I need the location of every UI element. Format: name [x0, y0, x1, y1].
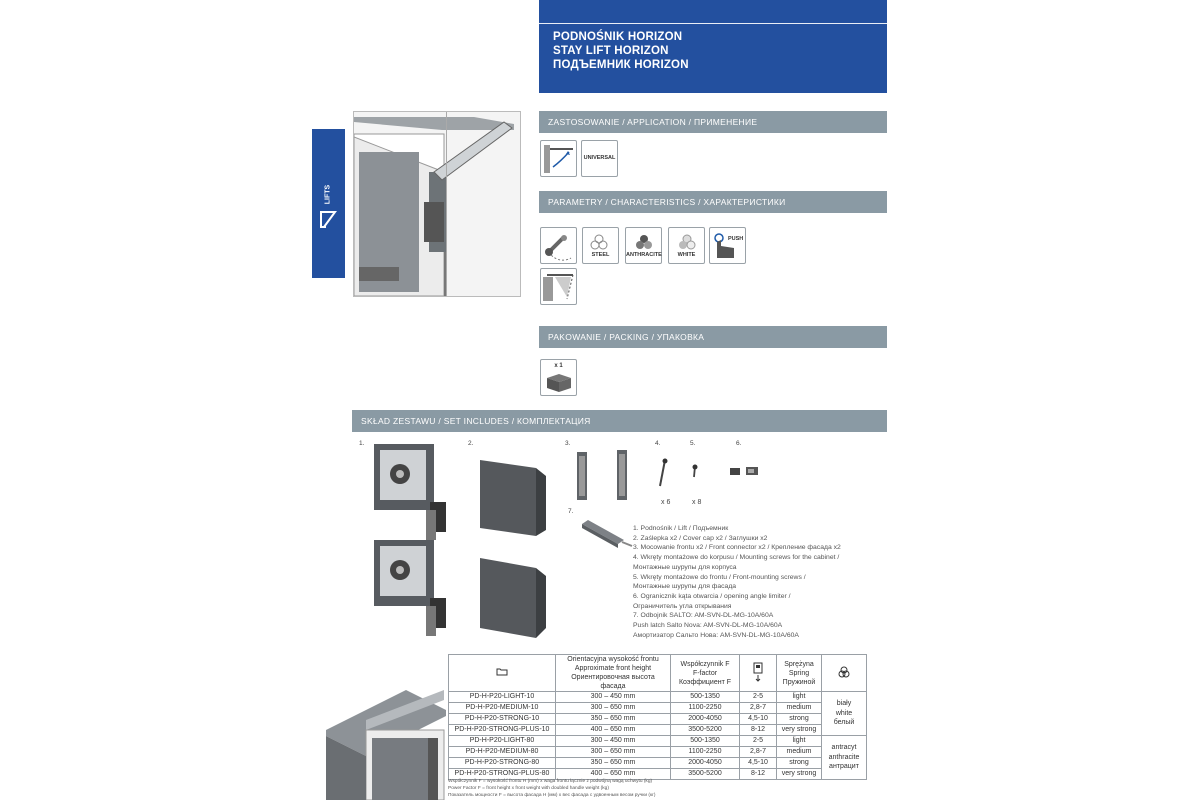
angle-limiter-icon	[540, 268, 577, 305]
weight-icon	[739, 654, 777, 692]
parts-list-item: 2. Zaślepka x2 / Cover cap x2 / Заглушки…	[633, 534, 768, 542]
push-icon: PUSH	[709, 227, 746, 264]
lift-mechanism-image	[374, 540, 446, 636]
part-number-1: 1.	[359, 440, 365, 447]
cover-cap-image	[480, 460, 546, 536]
cabinet-screw-image	[659, 458, 668, 487]
section-characteristics: PARAMETRY / CHARACTERISTICS / ХАРАКТЕРИС…	[539, 191, 887, 213]
cabinet-diagram	[326, 690, 446, 800]
parts-list-item: 4. Wkręty montażowe do korpusu / Mountin…	[633, 554, 840, 562]
lift-icon	[320, 211, 337, 228]
title-pl: PODNOŚNIK HORIZON	[553, 31, 683, 43]
category-label: LIFTS	[324, 184, 332, 205]
spec-table: Orientacyjna wysokość frontu Approximate…	[448, 654, 867, 780]
anthracite-icon: ANTHRACITE	[625, 227, 662, 264]
parts-list-item: Монтажные шурупы для корпуса	[633, 563, 737, 571]
title-ru: ПОДЪЕМНИК HORIZON	[553, 59, 689, 71]
section-set-includes: SKŁAD ZESTAWU / SET INCLUDES / КОМПЛЕКТА…	[352, 410, 887, 432]
part-number-6: 6.	[736, 440, 742, 447]
white-label: WHITE	[677, 252, 696, 258]
footnote: Показатель мощности F = высота фасада H …	[448, 793, 656, 798]
title-banner: PODNOŚNIK HORIZON STAY LIFT HORIZON ПОДЪ…	[539, 0, 887, 93]
part-number-2: 2.	[468, 440, 474, 447]
front-connector-image	[577, 450, 627, 500]
package-icon: x 1	[540, 359, 577, 396]
product-photo	[353, 111, 521, 297]
footnote: Power Factor F = front height x front we…	[448, 786, 609, 791]
banner-divider	[539, 23, 887, 24]
angle-limiter-image	[730, 467, 758, 475]
cabinet-screw-quantity: x 6	[661, 499, 671, 506]
parts-list-item: 7. Odbojnik SALTO: AM-SVN-DL-MG-10A/60A	[633, 612, 774, 620]
steel-label: STEEL	[591, 252, 610, 258]
header-spring: Sprężyna Spring Пружиной	[776, 654, 822, 692]
steel-icon: STEEL	[582, 227, 619, 264]
part-number-4: 4.	[655, 440, 661, 447]
color-palette-icon	[821, 654, 867, 692]
white-icon: WHITE	[668, 227, 705, 264]
parts-list-item: 5. Wkręty montażowe do frontu / Front-mo…	[633, 573, 806, 581]
parts-list-item: 3. Mocowanie frontu x2 / Front connector…	[633, 544, 841, 552]
section-packing: PAKOWANIE / PACKING / УПАКОВКА	[539, 326, 887, 348]
parts-list-item: Амортизатор Сальто Нова: AM-SVN-DL-MG-10…	[633, 631, 799, 639]
parts-list-item: 1. Podnośnik / Lift / Подъемник	[633, 525, 729, 532]
opening-angle-icon	[540, 227, 577, 264]
anthracite-label: ANTHRACITE	[626, 252, 662, 258]
push-label: PUSH	[728, 236, 744, 242]
front-screw-quantity: x 8	[692, 499, 702, 506]
cover-cap-image	[480, 558, 546, 638]
parts-list-item: 6. Ogranicznik kąta otwarcia / opening a…	[633, 592, 791, 600]
package-quantity: x 1	[554, 363, 563, 369]
universal-icon: UNIVERSAL	[581, 140, 618, 177]
lift-mechanism-image	[374, 444, 446, 540]
stay-lift-icon	[540, 140, 577, 177]
section-application: ZASTOSOWANIE / APPLICATION / ПРИМЕНЕНИЕ	[539, 111, 887, 133]
category-tab: LIFTS	[312, 129, 345, 278]
parts-list: 1. Podnośnik / Lift / Подъемник 2. Zaśle…	[633, 524, 841, 640]
universal-label: UNIVERSAL	[583, 155, 616, 161]
table-header-row: Orientacyjna wysokość frontu Approximate…	[448, 654, 867, 692]
part-number-7: 7.	[568, 508, 574, 515]
parts-list-item: Монтажные шурупы для фасада	[633, 583, 737, 591]
footnote: Współczynnik F = wysokość frontu H (mm) …	[448, 779, 653, 784]
part-number-3: 3.	[565, 440, 571, 447]
title-en: STAY LIFT HORIZON	[553, 45, 669, 57]
header-f-factor: Współczynnik F F-factor Коэффициент F	[670, 654, 740, 692]
front-screw-image	[692, 464, 698, 478]
parts-list-item: Ограничитель угла открывания	[633, 602, 732, 610]
parts-list-item: Push latch Salto Nova: AM-SVN-DL-MG-10A/…	[633, 622, 783, 630]
push-latch-image	[582, 520, 633, 548]
header-front-height: Orientacyjna wysokość frontu Approximate…	[555, 654, 671, 692]
part-number-5: 5.	[690, 440, 696, 447]
folder-icon	[448, 654, 556, 692]
footnotes: Współczynnik F = wysokość frontu H (mm) …	[448, 778, 655, 799]
